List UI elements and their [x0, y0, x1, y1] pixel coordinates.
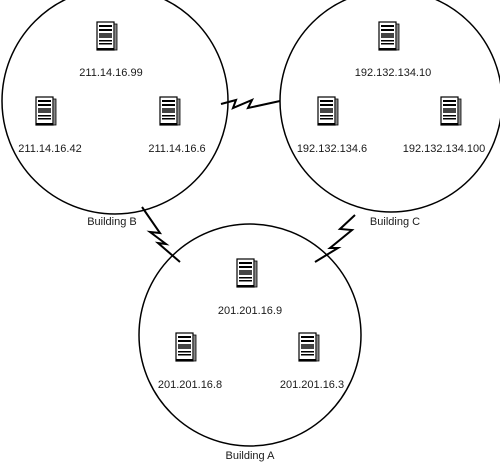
server-icon [298, 332, 320, 362]
building-c-node: 192.132.134.10 192.132.134.6 192.132.134… [279, 0, 500, 228]
server-ip-label: 211.14.16.42 [18, 143, 81, 155]
server-ip-label: 192.132.134.10 [355, 67, 431, 79]
server-ip-label: 211.14.16.99 [79, 67, 142, 79]
building-a-circle [138, 223, 362, 447]
server-icon [378, 21, 400, 51]
server-ip-label: 192.132.134.100 [403, 143, 486, 155]
wan-link-b-a [141, 206, 181, 263]
server-ip-label: 201.201.16.3 [280, 379, 344, 391]
wan-link-c-a [314, 214, 356, 263]
server-ip-label: 201.201.16.9 [218, 305, 282, 317]
building-b-circle [1, 0, 229, 215]
building-b-node: 211.14.16.99 211.14.16.42 211.14.16.6 Bu… [1, 0, 229, 228]
building-c-circle [279, 0, 500, 213]
server-icon [35, 96, 57, 126]
server-icon [317, 96, 339, 126]
server-ip-label: 201.201.16.8 [158, 379, 222, 391]
server-icon [236, 258, 258, 288]
building-a-node: 201.201.16.9 201.201.16.8 201.201.16.3 B… [138, 223, 362, 462]
server-icon [440, 96, 462, 126]
building-label: Building B [87, 216, 137, 228]
server-ip-label: 192.132.134.6 [297, 143, 367, 155]
wan-link-b-c [220, 98, 281, 110]
server-icon [175, 332, 197, 362]
wan-links [141, 98, 356, 263]
building-label: Building A [226, 450, 276, 462]
server-icon [96, 21, 118, 51]
server-icon [159, 96, 181, 126]
building-label: Building C [370, 216, 420, 228]
server-ip-label: 211.14.16.6 [148, 143, 205, 155]
